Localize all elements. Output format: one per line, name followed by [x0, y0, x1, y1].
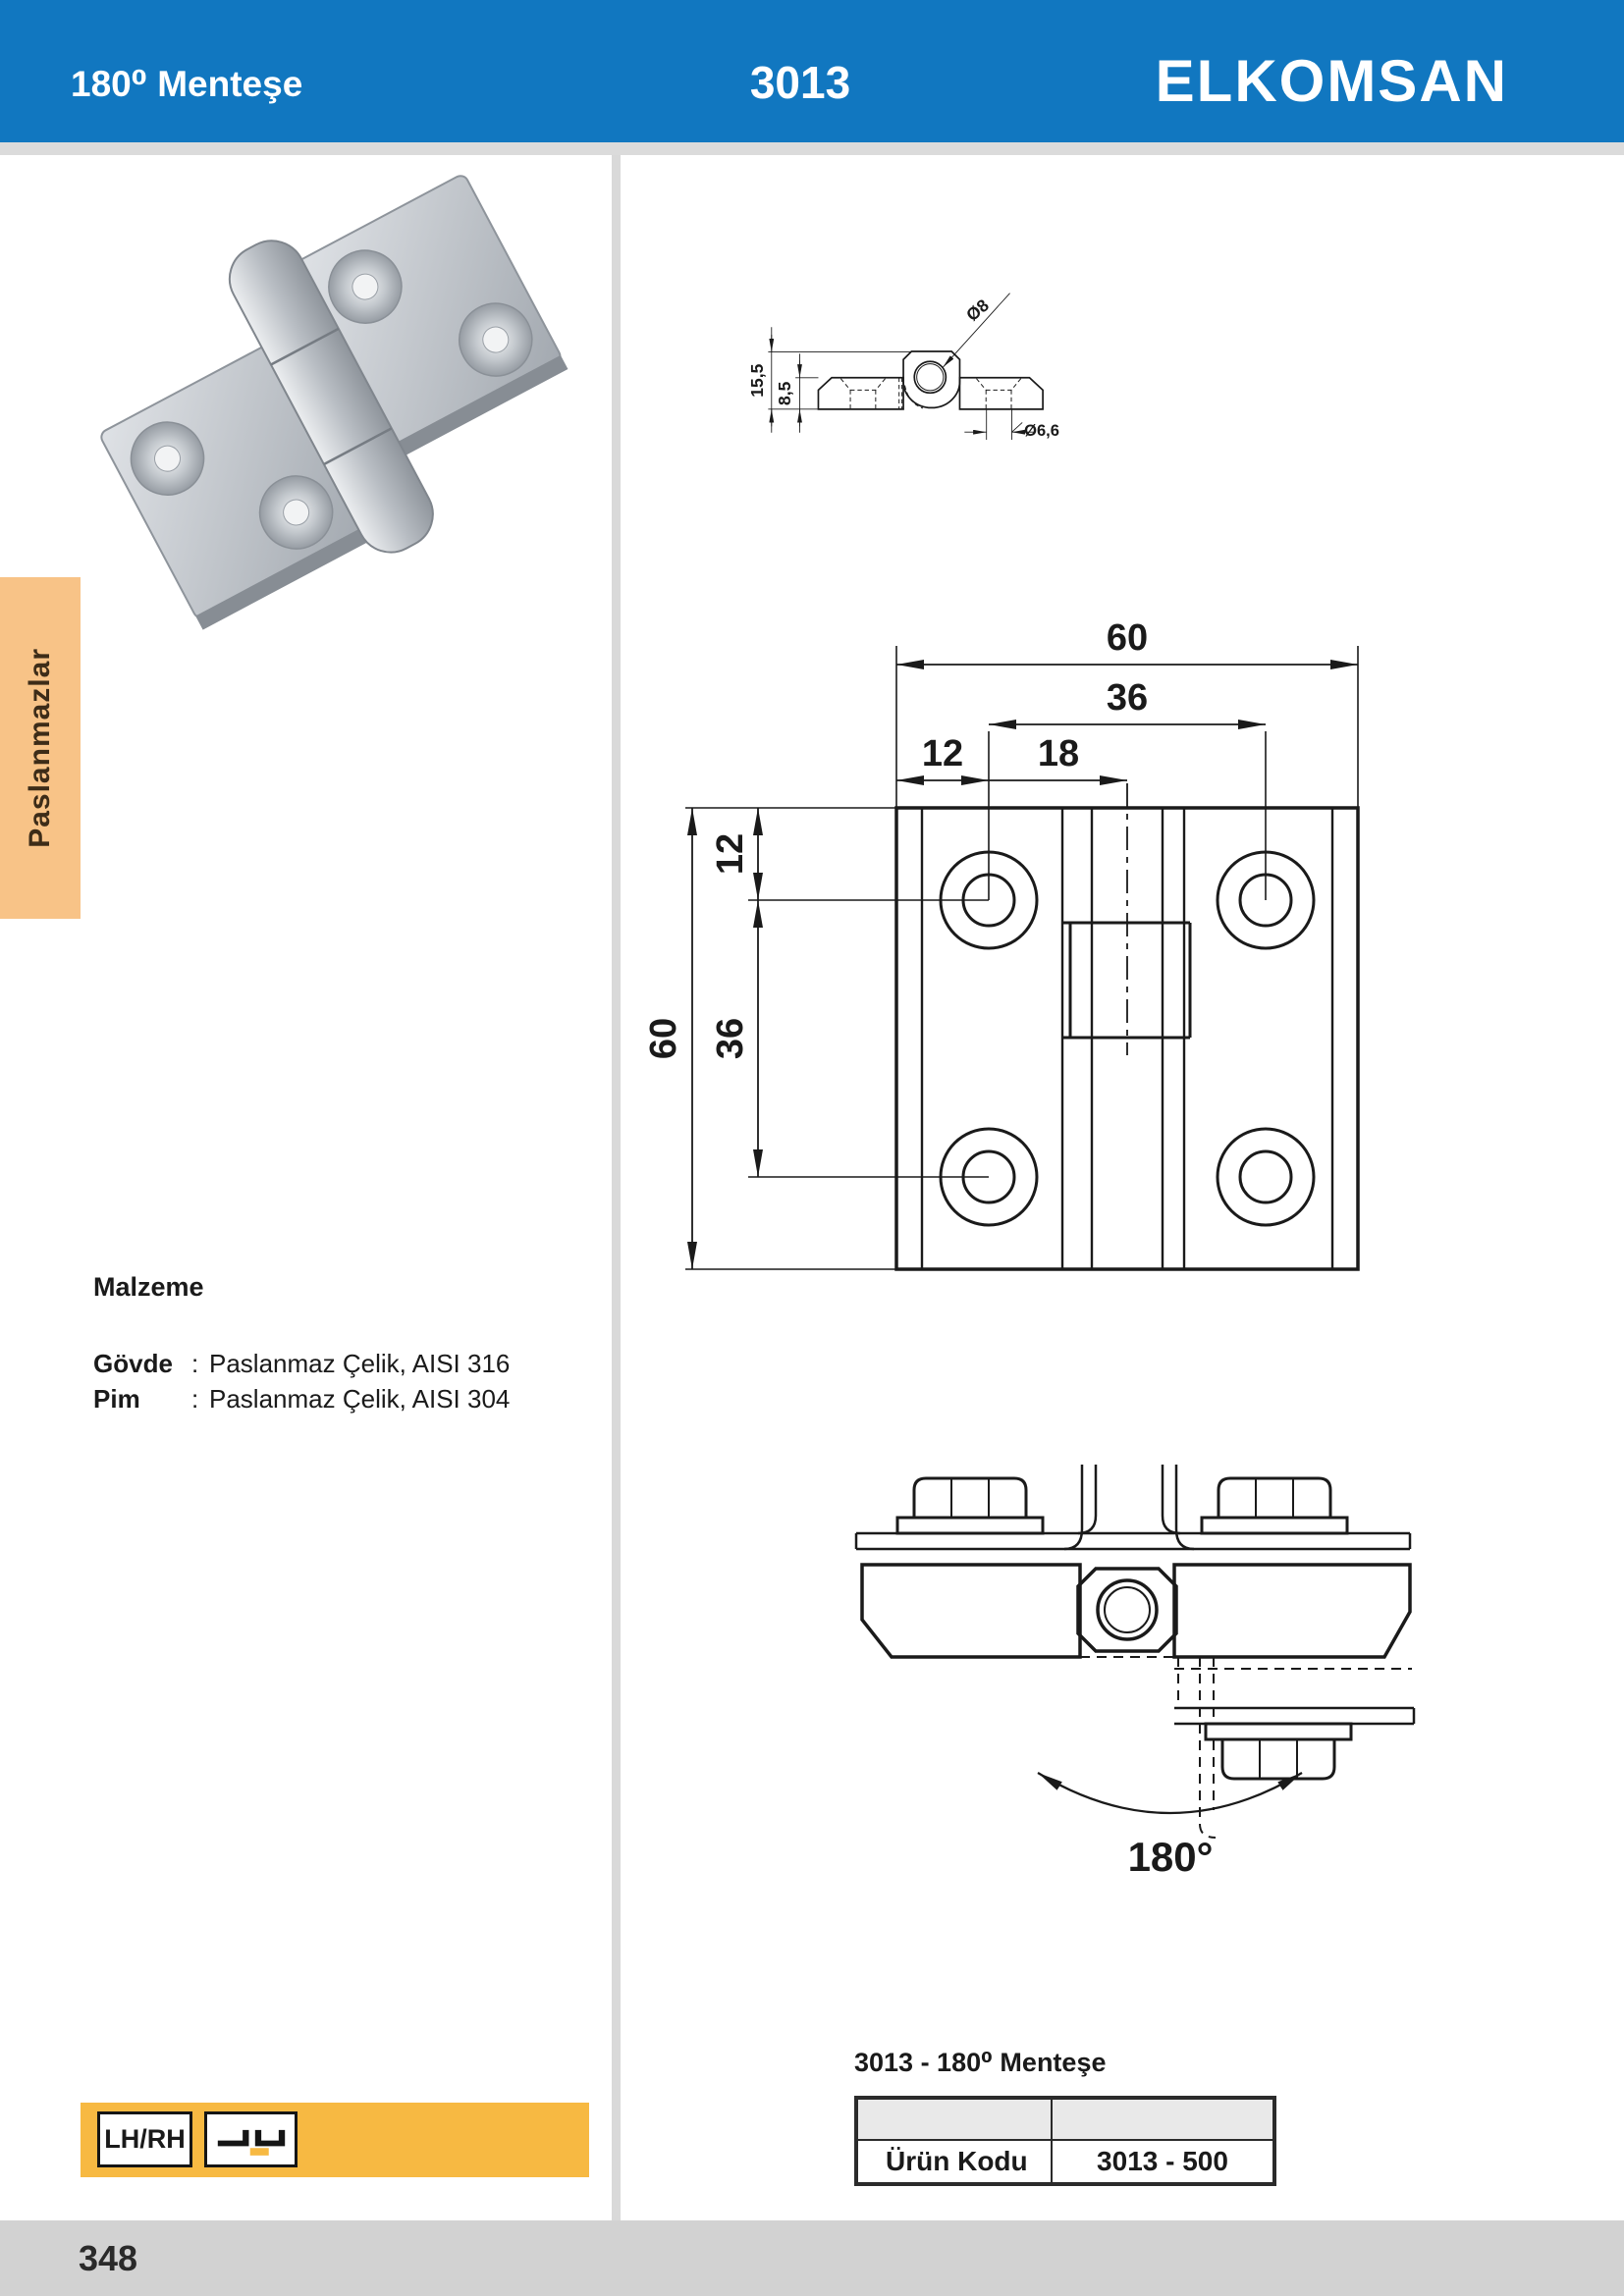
- dim-hole-to-center: 18: [1038, 733, 1079, 774]
- page-number: 348: [79, 2238, 138, 2278]
- hex-bolt-top-left: [895, 1476, 1045, 1535]
- flipped-plate: [1174, 1706, 1416, 1726]
- material-separator: :: [191, 1349, 199, 1378]
- hex-bolt-bottom: [1204, 1722, 1353, 1781]
- hinge-leaves-section: [860, 1563, 1412, 1659]
- sidebar-tab-paslanmazlar: Paslanmazlar: [0, 577, 81, 919]
- table-header-row: [857, 2099, 1273, 2140]
- profile-dimensions: [768, 293, 1034, 440]
- dim-leaf-height: 8,5: [775, 381, 794, 405]
- brand-logo: ELKOMSAN: [1155, 48, 1508, 114]
- sidebar-tab-label: Paslanmazlar: [24, 648, 56, 848]
- dim-width: 60: [1107, 617, 1148, 659]
- mounting-profile-icon: [217, 2129, 285, 2156]
- material-separator: :: [191, 1384, 199, 1414]
- material-value: Paslanmaz Çelik, AISI 316: [209, 1349, 511, 1378]
- dim-hole-diameter: Ø6,6: [1024, 421, 1059, 440]
- product-drawing-title: 3013 - 180⁰ Menteşe: [854, 2048, 1107, 2077]
- product-code-table: Ürün Kodu 3013 - 500: [854, 2096, 1276, 2186]
- product-code-header: 3013: [749, 57, 851, 108]
- dim-hole-span-v: 36: [710, 1018, 751, 1059]
- table-header-cell: [857, 2099, 1052, 2140]
- header-substrip: [0, 142, 1624, 155]
- swing-angle-label: 180°: [1128, 1834, 1214, 1880]
- profile-part-outline: [817, 350, 1044, 410]
- material-row-govde: Gövde : Paslanmaz Çelik, AISI 316: [93, 1346, 584, 1381]
- hinge-photo-group: [100, 175, 568, 630]
- dim-edge-to-hole: 12: [922, 733, 963, 774]
- countersunk-holes: [130, 249, 533, 550]
- material-label: Gövde: [93, 1349, 173, 1378]
- product-photo: [100, 175, 568, 630]
- front-extension-lines: [685, 646, 1359, 1270]
- page-header: 180⁰ Menteşe 3013 ELKOMSAN: [0, 0, 1624, 142]
- product-code-value: 3013 - 500: [1052, 2140, 1273, 2183]
- material-title: Malzeme: [93, 1272, 204, 1302]
- panel-hooks: [1063, 1465, 1195, 1551]
- lhrh-label: LH/RH: [104, 2124, 186, 2154]
- hex-bolt-top-right: [1200, 1476, 1349, 1535]
- profile-hidden-lines: [839, 377, 1022, 409]
- material-label: Pim: [93, 1384, 140, 1414]
- lhrh-badge: LH/RH: [97, 2111, 192, 2167]
- page-footer: 348: [0, 2220, 1624, 2296]
- dim-edge-to-hole-v: 12: [710, 833, 751, 875]
- column-divider: [612, 155, 621, 2220]
- mounting-plate: [854, 1531, 1412, 1551]
- table-header-cell: [1052, 2099, 1273, 2140]
- drawing-mounted-view: 180°: [854, 1465, 1416, 1880]
- drawing-front-view: 60 36 12 18 60 12 36: [643, 617, 1360, 1271]
- dim-height: 60: [643, 1018, 684, 1059]
- material-value: Paslanmaz Çelik, AISI 304: [209, 1384, 511, 1414]
- material-block: Malzeme Gövde : Paslanmaz Çelik, AISI 31…: [93, 1272, 584, 1416]
- table-row: Ürün Kodu 3013 - 500: [857, 2140, 1273, 2183]
- mounting-profile-badge: [204, 2111, 298, 2167]
- dim-hole-span-h: 36: [1107, 677, 1148, 719]
- swing-arc: [1037, 1772, 1303, 1815]
- handing-badge-bar: LH/RH: [81, 2103, 589, 2177]
- front-leaf-lines: [920, 808, 1334, 1269]
- category-title: 180⁰ Menteşe: [71, 64, 303, 104]
- drawing-profile-view: 15,5 8,5 Ø8 Ø6,6: [747, 293, 1059, 440]
- product-code-label: Ürün Kodu: [857, 2140, 1052, 2183]
- front-dimension-lines: [687, 660, 1358, 1269]
- dim-pin-diameter: Ø8: [962, 295, 993, 325]
- front-part-outline: [894, 806, 1360, 1271]
- dim-total-height: 15,5: [747, 363, 767, 397]
- material-row-pim: Pim : Paslanmaz Çelik, AISI 304: [93, 1381, 584, 1416]
